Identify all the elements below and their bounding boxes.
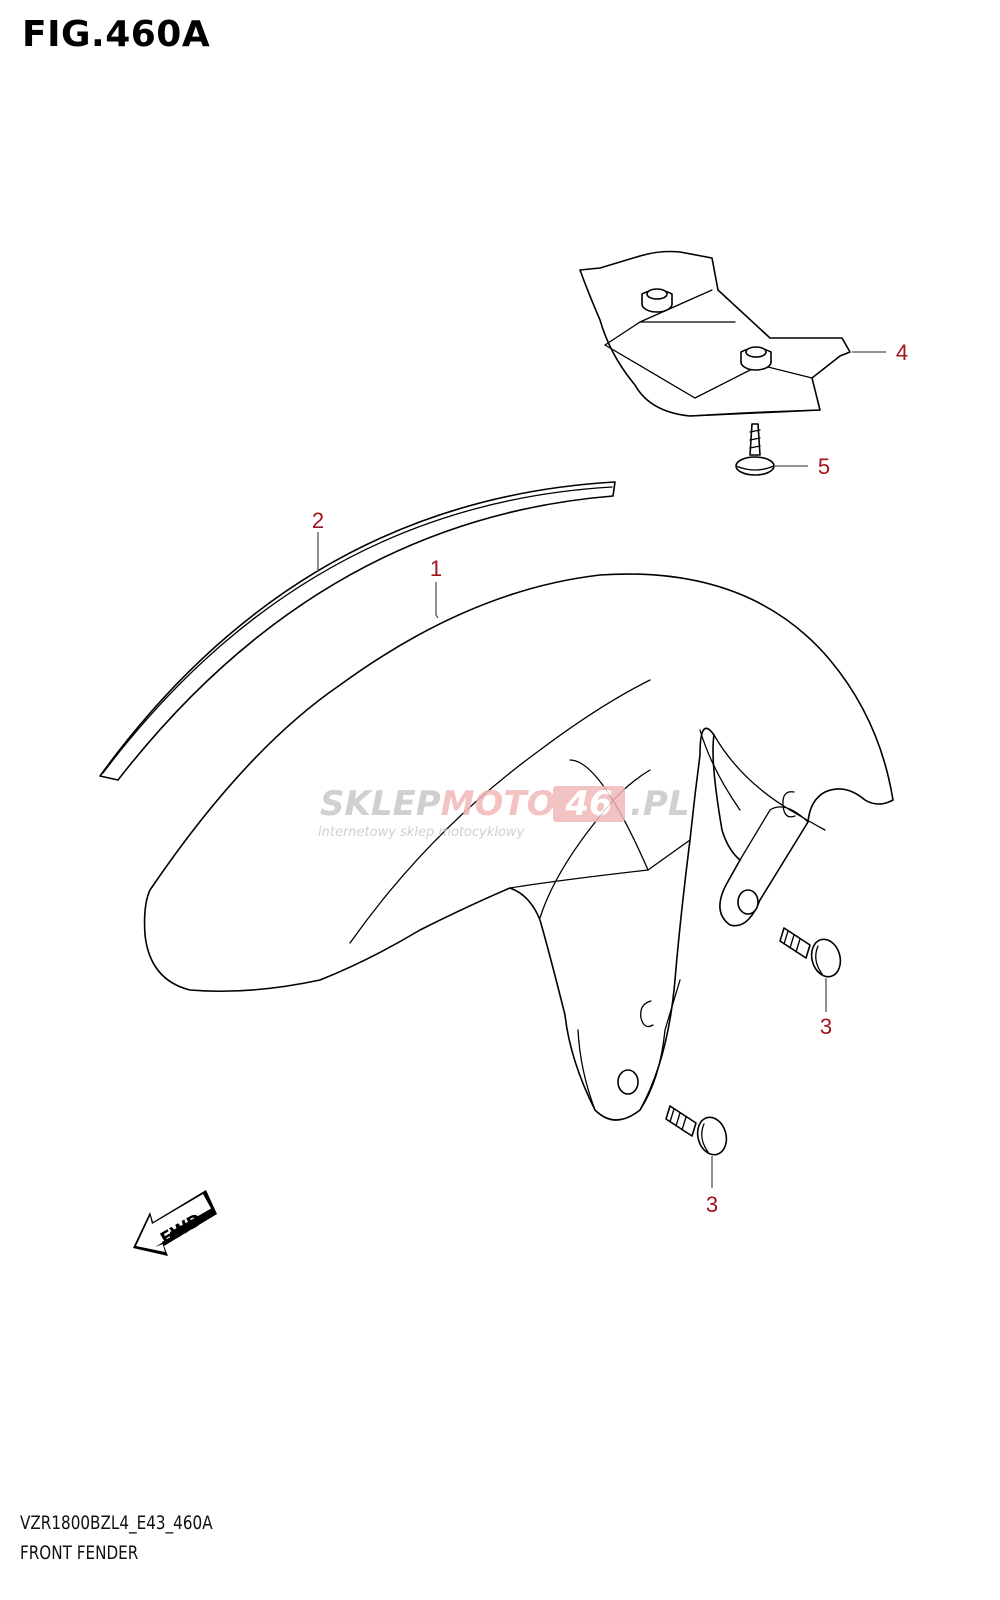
callout-3-lower: 3: [706, 1192, 718, 1217]
fender-part: [143, 573, 894, 1121]
callout-2: 2: [312, 508, 324, 533]
screw-right-part: [779, 927, 842, 978]
molding-part: [99, 481, 616, 781]
watermark-brand-box: 46: [564, 784, 612, 824]
callout-5: 5: [818, 454, 830, 479]
watermark-brand-gray: SKLEP: [320, 784, 441, 824]
tapping-screw-part: [735, 423, 775, 476]
leader-lines: [317, 351, 886, 1188]
figure-title: FIG.460A: [22, 14, 211, 55]
callout-1: 1: [430, 556, 442, 581]
watermark-brand-tld: .PL: [630, 784, 690, 824]
callout-4: 4: [896, 340, 908, 365]
callout-3-right: 3: [820, 1014, 832, 1039]
watermark-brand-red: MOTO: [441, 784, 556, 824]
watermark-tagline: internetowy sklep motocyklowy: [318, 825, 525, 840]
svg-text:SKLEPMOTO: SKLEPMOTO: [320, 784, 556, 824]
watermark: SKLEPMOTO 46 .PL internetowy sklep motoc…: [318, 784, 690, 840]
bracket-part: [579, 250, 851, 417]
figure-name: FRONT FENDER: [20, 1542, 139, 1564]
figure-code: VZR1800BZL4_E43_460A: [20, 1512, 213, 1534]
fwd-arrow: FWD: [133, 1190, 217, 1256]
screw-lower-part: [665, 1105, 728, 1156]
